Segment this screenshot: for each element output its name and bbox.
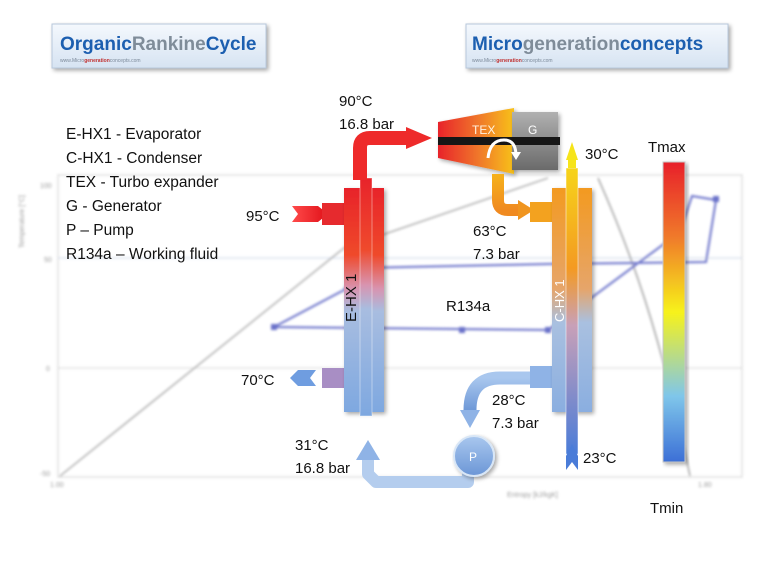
logo-microgen-title: Microgenerationconcepts <box>472 34 703 55</box>
ts-xlabel: Entropy [kJ/kgK] <box>507 492 558 499</box>
evaporator[interactable]: E-HX 1 <box>290 177 384 417</box>
evaporator-label: E-HX 1 <box>343 274 360 322</box>
cycle-points <box>271 196 719 333</box>
generator-label: G <box>528 123 537 137</box>
legend-item-evaporator: E-HX1 - Evaporator <box>66 126 201 143</box>
pipe-to-turbine <box>353 127 432 180</box>
scale-max-label: Tmax <box>648 139 686 156</box>
logo-microgen-url: www.Microgenerationconcepts.com <box>472 58 553 64</box>
pump-label: P <box>469 450 477 464</box>
pump-outlet-pressure: 16.8 bar <box>295 460 350 477</box>
rotation-icon <box>486 138 518 159</box>
legend-item-working-fluid: R134a – Working fluid <box>66 246 218 263</box>
pump-outlet-temp: 31°C <box>295 437 329 454</box>
hot-inlet-arrow <box>292 206 328 222</box>
condenser-outlet-pressure: 7.3 bar <box>492 415 539 432</box>
legend-item-generator: G - Generator <box>66 198 162 215</box>
cold-out-temp: 30°C <box>585 146 619 163</box>
condenser-inlet-nozzle <box>530 202 554 222</box>
condenser-label: C-HX 1 <box>552 279 567 322</box>
logo-microgen[interactable]: Microgenerationconcepts www.Microgenerat… <box>465 23 729 69</box>
cold-inlet-arrow <box>566 444 578 470</box>
hot-outlet-nozzle <box>322 368 346 388</box>
cold-outlet-arrow <box>566 142 578 160</box>
scale-min-label: Tmin <box>650 500 683 517</box>
ts-ylabel: Temperature [°C] <box>18 195 26 248</box>
hot-inlet-nozzle <box>322 203 346 225</box>
condenser-outlet-temp: 28°C <box>492 392 526 409</box>
working-fluid-label: R134a <box>446 298 491 315</box>
temperature-scale: Tmax Tmin <box>648 139 686 517</box>
logo-orc-url: www.Microgenerationconcepts.com <box>60 58 141 64</box>
turbine-label: TEX <box>472 123 495 137</box>
ts-ytick-0: 0 <box>46 366 50 373</box>
logo-orc-title: OrganicRankineCycle <box>60 34 256 55</box>
ts-ytick-100: 100 <box>40 183 52 190</box>
cold-in-temp: 23°C <box>583 450 617 467</box>
state-labels: 90°C 16.8 bar 95°C 63°C 7.3 bar 30°C R13… <box>241 93 619 477</box>
hot-out-temp: 70°C <box>241 372 275 389</box>
evaporator-tube <box>359 177 373 417</box>
ts-ytick-50: 50 <box>44 257 52 264</box>
rotation-arrowhead-icon <box>511 152 521 160</box>
turbine-outlet-pressure: 7.3 bar <box>473 246 520 263</box>
turbine-outlet-temp: 63°C <box>473 223 507 240</box>
turbine-inlet-pressure: 16.8 bar <box>339 116 394 133</box>
condenser[interactable]: C-HX 1 <box>530 142 592 470</box>
pipe-to-condenser <box>492 174 534 220</box>
legend-item-condenser: C-HX1 - Condenser <box>66 150 202 167</box>
hot-outlet-arrow <box>290 370 316 386</box>
chart-frame <box>57 174 743 478</box>
legend-item-pump: P – Pump <box>66 222 134 239</box>
legend: E-HX1 - Evaporator C-HX1 - Condenser TEX… <box>66 126 219 263</box>
ts-ytick-neg50: -50 <box>40 471 50 478</box>
pump[interactable]: P <box>453 435 495 477</box>
logo-orc[interactable]: OrganicRankineCycle www.Microgenerationc… <box>51 23 267 69</box>
turbine-inlet-temp: 90°C <box>339 93 373 110</box>
pump-body <box>453 435 495 477</box>
hot-in-temp: 95°C <box>246 208 280 225</box>
ts-xtick-1: 1.00 <box>50 482 64 489</box>
condenser-tube <box>565 167 579 455</box>
legend-item-turbo-expander: TEX - Turbo expander <box>66 174 219 191</box>
condenser-outlet-nozzle <box>530 366 554 388</box>
scale-bar <box>662 161 686 463</box>
ts-xtick-2: 1.80 <box>698 482 712 489</box>
